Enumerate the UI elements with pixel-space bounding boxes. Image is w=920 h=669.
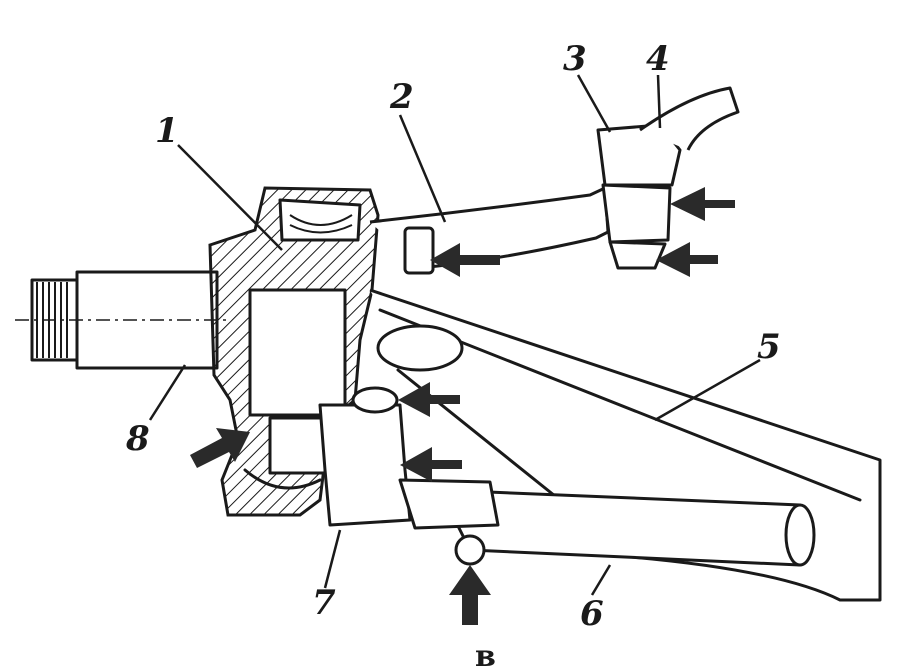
figure-sublabel: в — [475, 639, 496, 669]
callout-2: 2 — [389, 77, 414, 117]
arrow-diagonal-icon — [190, 428, 250, 468]
knuckle-body — [208, 186, 380, 517]
callout-7: 7 — [312, 583, 336, 623]
callout-4: 4 — [646, 39, 670, 79]
force-arrows — [190, 187, 735, 625]
callout-1: 1 — [155, 111, 179, 151]
callout-8: 8 — [125, 419, 150, 459]
arrow-right-icon — [656, 242, 718, 277]
stub-axle — [15, 270, 230, 370]
arrow-up-icon — [449, 565, 491, 625]
arrow-right-icon — [670, 187, 735, 221]
callout-6: 6 — [580, 594, 604, 634]
callout-5: 5 — [757, 327, 781, 367]
arrow-right-icon — [430, 243, 500, 277]
leader-lines — [148, 74, 761, 596]
arrow-right-icon — [398, 382, 460, 417]
arrow-right-icon — [400, 447, 462, 482]
tie-rod-assembly — [369, 86, 740, 275]
ball-joint — [318, 386, 500, 566]
callout-labels: 1 2 3 4 5 6 7 8 в — [125, 39, 781, 669]
callout-3: 3 — [563, 39, 587, 79]
control-arm — [369, 288, 882, 602]
